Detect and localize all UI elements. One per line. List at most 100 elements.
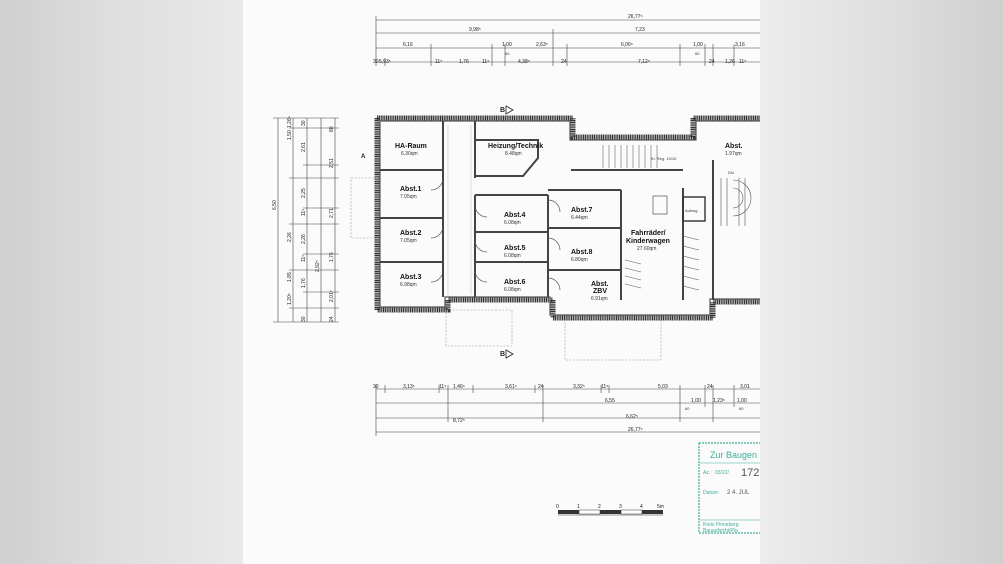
dim-left-i2: 2,61 xyxy=(301,142,307,152)
dim-top-r4-8: 7,12⁵ xyxy=(638,59,650,65)
dim-left-o1: 1,50 xyxy=(287,130,293,140)
dim-top-r3-1: 6,16 xyxy=(403,42,413,48)
room-name-abst5: Abst.5 xyxy=(504,245,526,252)
dim-left-i5: 11⁵ xyxy=(301,255,307,262)
dim-top-r4-3: 11⁵ xyxy=(435,59,442,65)
room-area-abst-zbv: 6.91qm xyxy=(591,296,608,302)
dim-left-c5: 2,01⁵ xyxy=(329,290,335,302)
dim-bot-r1-11: 3,01 xyxy=(740,384,750,390)
room-name-abst-zbv: Abst. xyxy=(591,281,609,288)
room-name-abst8: Abst.8 xyxy=(571,249,593,256)
dim-top-r4-11: 11⁵ xyxy=(739,59,746,65)
dim-top-r2-1: 9,98⁵ xyxy=(469,27,481,33)
dim-top-r3-4: 6,06⁵ xyxy=(621,42,633,48)
interior-walls xyxy=(380,121,714,300)
dim-top-r4-6: 4,38⁵ xyxy=(518,59,530,65)
room-name-abst4: Abst.4 xyxy=(504,212,526,219)
dim-bot-r3-1: 8,72⁵ xyxy=(453,418,465,424)
dim-bot-r1-10: 24 xyxy=(707,384,713,390)
dim-top-r4-10: 1,26 xyxy=(725,59,735,65)
room-name-kinderwagen: Kinderwagen xyxy=(626,238,670,245)
dim-bot-r1-7: 3,32⁵ xyxy=(573,384,585,390)
stamp-datum-label: Datum: xyxy=(703,490,719,496)
stamp-az-value: 03/22/ xyxy=(715,470,730,476)
dim-top-r4-1: 30 xyxy=(373,59,379,65)
stamp-footer-2: Bauaufsicht/Pla xyxy=(703,528,738,534)
room-name-abst2: Abst.2 xyxy=(400,230,422,237)
section-mark-top: B xyxy=(500,107,505,114)
dim-left-i1: 30 xyxy=(301,120,307,126)
dim-bot-r1-9: 5,03 xyxy=(658,384,668,390)
section-mark-left: A xyxy=(361,154,366,160)
corridor-hatch xyxy=(447,125,472,295)
dim-left-o3: 2,26 xyxy=(287,232,293,242)
dim-bot-r1-8: 11⁵ xyxy=(601,384,608,390)
dim-left-c2: 2,51 xyxy=(329,158,335,168)
dim-bot-r2-1: 6,55 xyxy=(605,398,615,404)
room-area-abst-small: 1.97qm xyxy=(725,151,742,157)
dim-top-r4-2: 5,93⁵ xyxy=(379,59,391,65)
room-area-abst7: 6.44qm xyxy=(571,215,588,221)
room-area-abst8: 6.80qm xyxy=(571,257,588,263)
room-name-abst3: Abst.3 xyxy=(400,274,422,281)
scale-label-4: 4 xyxy=(640,504,643,510)
dim-top-r4-5: 11⁵ xyxy=(482,59,489,65)
room-area-ha-raum: 6.30qm xyxy=(401,151,418,157)
elevator-box xyxy=(682,196,706,222)
dim-top-r3-3: 2,63⁵ xyxy=(536,42,548,48)
scale-label-3: 3 xyxy=(619,504,622,510)
dim-top-r3-5: 1,00 xyxy=(693,42,703,48)
dim-top-r2-2: 7,23 xyxy=(635,27,645,33)
dim-bot-r1-4: 1,46⁵ xyxy=(453,384,465,390)
room-name-abst-small: Abst. xyxy=(725,143,743,150)
room-area-abst2: 7.05qm xyxy=(400,238,417,244)
room-name-ha-raum: HA-Raum xyxy=(395,143,427,150)
stamp-datum-value: 2 4. JUL xyxy=(727,490,750,496)
elevator-label: Aufzug xyxy=(685,208,697,213)
room-name-abst6: Abst.6 xyxy=(504,279,526,286)
dim-left-i9: 30 xyxy=(301,316,307,322)
spiral-stair xyxy=(720,178,752,226)
dim-bot-r1-1: 30 xyxy=(373,384,379,390)
floor-plan-sheet: 26,77⁵ 9,98⁵ 7,23 6,16 1,00 2,63⁵ 6,06⁵ … xyxy=(243,0,760,564)
room-name-heizung: Heizung/Technik xyxy=(488,143,543,150)
scale-label-5: 5m xyxy=(657,504,664,510)
dim-left-i4: 11⁵ xyxy=(301,209,307,216)
dim-left-i7: 1,76 xyxy=(301,278,307,288)
dim-left-c6: 24 xyxy=(329,316,335,322)
dim-top-total: 26,77⁵ xyxy=(628,14,643,20)
dim-left-i3: 2,25 xyxy=(301,188,307,198)
dim-top-r4-9: 24 xyxy=(709,59,715,65)
dim-top-r4-4: 1,76 xyxy=(459,59,469,65)
entry-stair xyxy=(602,145,658,168)
bike-racks xyxy=(624,235,700,291)
room-area-fahrraeder: 27.60qm xyxy=(637,246,656,252)
left-dimension-lines xyxy=(273,117,339,323)
dim-bot-r3-2: 6,62⁵ xyxy=(626,414,638,420)
approval-stamp xyxy=(698,442,760,534)
dim-bot-r2-4: 1,00 xyxy=(737,398,747,404)
heizung-wall xyxy=(475,139,539,177)
stamp-az-label: Az.: xyxy=(703,470,712,476)
dim-left-c1: 80 xyxy=(329,126,335,132)
floor-plan-drawing: 26,77⁵ 9,98⁵ 7,23 6,16 1,00 2,63⁵ 6,06⁵ … xyxy=(272,14,760,534)
dim-bot-r2-3: 1,23⁵ xyxy=(713,398,725,404)
dim-bot-r1-6: 24 xyxy=(538,384,544,390)
shaft-box xyxy=(652,195,668,215)
exterior-wall-inner-lines xyxy=(379,120,760,316)
top-dimension-lines xyxy=(375,16,760,66)
scale-label-1: 1 xyxy=(577,504,580,510)
dim-bot-total: 26,77⁵ xyxy=(628,427,643,433)
dim-left-i8: 2,92⁵ xyxy=(315,260,321,272)
room-area-heizung: 8.48qm xyxy=(505,151,522,157)
dim-bot-r1-2: 3,13⁵ xyxy=(403,384,415,390)
section-mark-bottom: B xyxy=(500,351,505,358)
stamp-number: 172 xyxy=(741,467,759,479)
bottom-dimension-lines xyxy=(375,385,760,436)
dim-left-total: 6,50 xyxy=(272,200,278,210)
section-arrow-top xyxy=(505,105,514,115)
dim-bot-r2-2: 1,00 xyxy=(691,398,701,404)
stamp-footer-1: Kreis Pinneberg xyxy=(703,522,739,528)
room-name-abst7: Abst.7 xyxy=(571,207,593,214)
blurred-background-left xyxy=(0,0,243,564)
